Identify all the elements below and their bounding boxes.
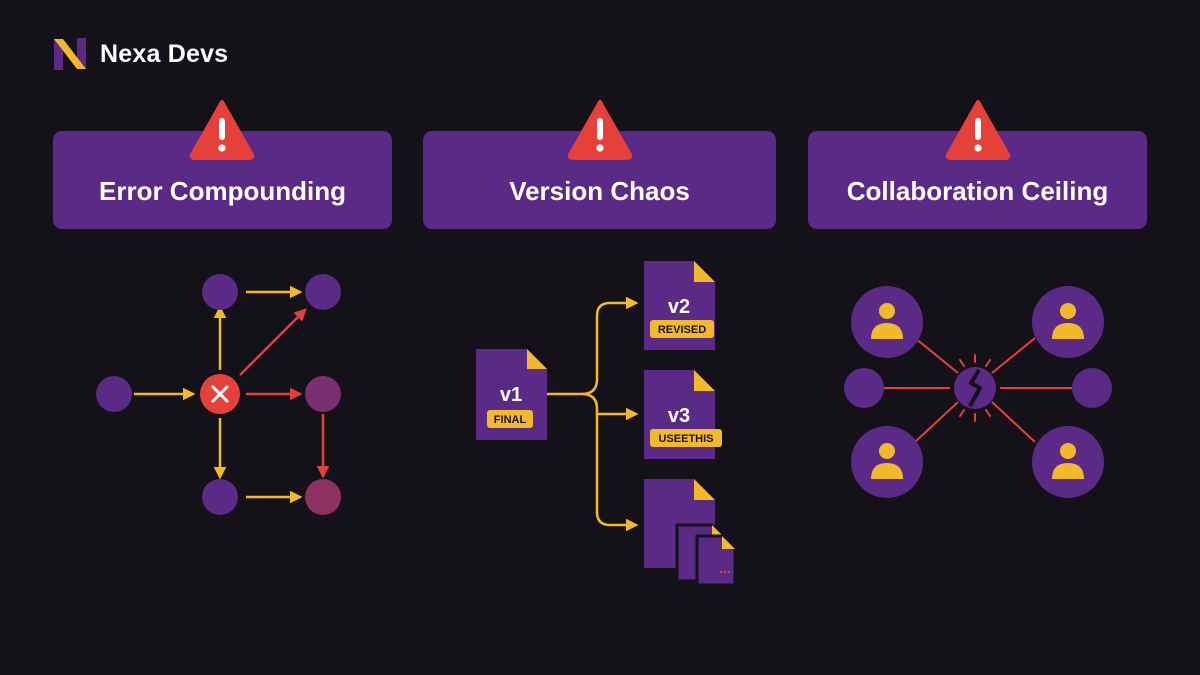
broken-link-icon (954, 354, 996, 422)
panel-title: Error Compounding (99, 176, 346, 206)
file-tag: USEETHIS (658, 433, 713, 445)
brand: Nexa Devs (52, 36, 228, 72)
connection-line (914, 337, 959, 374)
file-v2: v2 REVISED (644, 261, 715, 350)
node (1072, 368, 1112, 408)
panel-title: Version Chaos (509, 176, 690, 206)
connection-line (991, 337, 1036, 374)
warning-icon (567, 100, 633, 160)
connection-line (991, 401, 1036, 443)
file-version: v2 (668, 296, 690, 318)
file-v3: v3 USEETHIS (644, 370, 722, 459)
error-node (200, 374, 240, 414)
edge-error (239, 308, 307, 376)
branch-line (595, 414, 639, 532)
file-version: v1 (500, 384, 522, 406)
node (202, 479, 238, 515)
node-corrupted (305, 479, 341, 515)
node (844, 368, 884, 408)
overflow-marker: ... (719, 560, 731, 576)
x-icon (211, 385, 229, 403)
file-v1: v1 FINAL (476, 349, 547, 440)
person-node (1032, 286, 1104, 358)
file-version: v3 (668, 405, 690, 427)
error-compounding-graph (96, 274, 341, 515)
node-corrupted (305, 376, 341, 412)
branch-line (581, 392, 639, 421)
person-node (851, 286, 923, 358)
connection-line (914, 401, 959, 443)
n-logo-icon (54, 38, 86, 70)
person-node (851, 426, 923, 498)
file-tag: FINAL (494, 414, 527, 426)
node (202, 274, 238, 310)
node (305, 274, 341, 310)
person-node (1032, 426, 1104, 498)
warning-icon (945, 100, 1011, 160)
file-stack-icon: ... (644, 479, 737, 587)
file-tag: REVISED (658, 324, 706, 336)
brand-name: Nexa Devs (100, 39, 229, 68)
collaboration-ceiling-diagram (844, 286, 1112, 498)
branch-line (547, 296, 639, 396)
warning-icon (189, 100, 255, 160)
version-chaos-diagram: v1 FINAL v2 REVISED v3 USEETHIS (476, 261, 737, 587)
panel-title: Collaboration Ceiling (846, 176, 1109, 206)
node (96, 376, 132, 412)
